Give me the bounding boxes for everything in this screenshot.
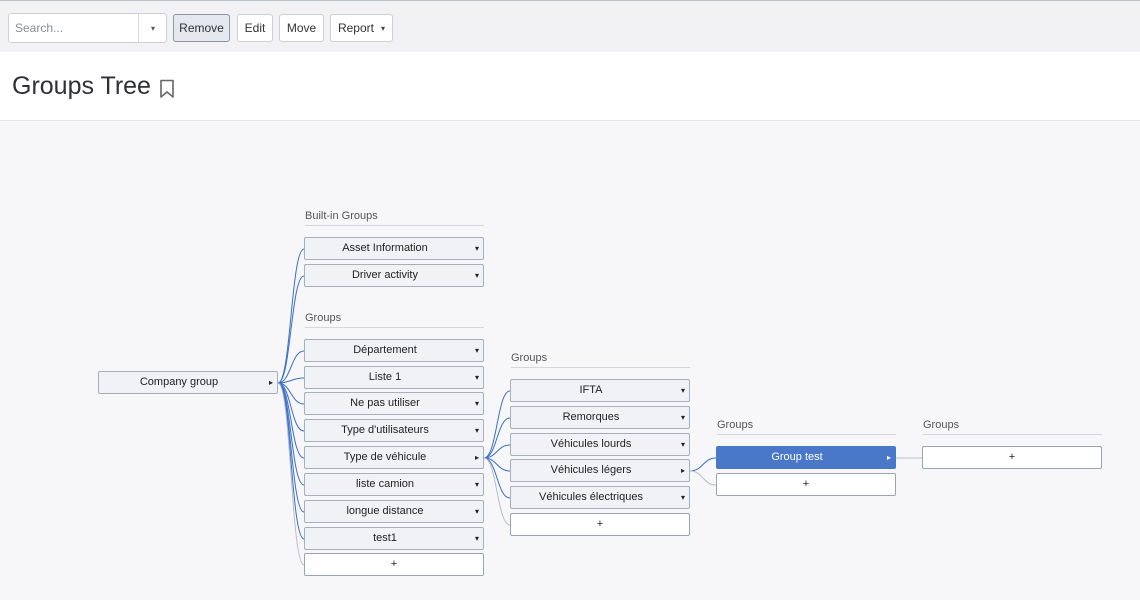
add-group-button[interactable]: + [922, 446, 1102, 469]
tree-node-label: liste camion [355, 478, 415, 490]
tree-node-liste-camion[interactable]: liste camion ▾ [304, 473, 484, 496]
tree-node-label: longue distance [346, 505, 424, 517]
chevron-down-icon[interactable]: ▾ [474, 373, 479, 382]
chevron-right-icon[interactable]: ▸ [474, 453, 479, 462]
add-group-button[interactable]: + [304, 553, 484, 576]
tree-node-vehicules-electriques[interactable]: Véhicules électriques ▾ [510, 486, 690, 509]
tree-node-longue-distance[interactable]: longue distance ▾ [304, 500, 484, 523]
tree-node-label: Type de véhicule [343, 451, 427, 463]
tree-connector [689, 457, 717, 472]
tree-node-label: Véhicules lourds [550, 438, 632, 450]
tree-node-label: Company group [139, 376, 219, 388]
search-input[interactable] [9, 14, 138, 42]
tree-connector [483, 390, 511, 459]
search-dropdown-icon[interactable]: ▾ [150, 23, 155, 33]
tree-connector [277, 248, 305, 384]
chevron-down-icon[interactable]: ▾ [474, 426, 479, 435]
tree-node-label: Liste 1 [368, 371, 402, 383]
tree-node-label: Véhicules électriques [539, 491, 643, 503]
column-title-built-in-groups: Built-in Groups [305, 210, 484, 226]
plus-icon: + [1008, 451, 1016, 463]
bookmark-icon[interactable] [159, 79, 175, 99]
tree-node-label: Type d'utilisateurs [341, 424, 429, 436]
tree-connector [689, 470, 717, 486]
page-header: Groups Tree [0, 52, 1140, 121]
report-button[interactable]: Report ▾ [330, 14, 393, 42]
chevron-down-icon[interactable]: ▾ [474, 244, 479, 253]
tree-connector [277, 382, 305, 513]
tree-node-type-utilisateurs[interactable]: Type d'utilisateurs ▾ [304, 419, 484, 442]
chevron-down-icon[interactable]: ▾ [474, 534, 479, 543]
remove-button[interactable]: Remove [173, 14, 230, 42]
tree-node-vehicules-legers[interactable]: Véhicules légers ▸ [510, 459, 690, 482]
chevron-down-icon: ▾ [381, 23, 386, 33]
add-group-button[interactable]: + [510, 513, 690, 536]
tree-node-vehicules-lourds[interactable]: Véhicules lourds ▾ [510, 433, 690, 456]
tree-connector [277, 275, 305, 384]
column-title-groups: Groups [511, 352, 690, 368]
tree-connector [277, 382, 305, 566]
tree-node-label: Département [353, 344, 417, 356]
tree-connector [483, 457, 511, 526]
tree-node-asset-information[interactable]: Asset Information ▾ [304, 237, 484, 260]
search-box: ▾ [8, 13, 167, 43]
tree-node-label: Asset Information [342, 242, 428, 254]
plus-icon: + [596, 518, 604, 530]
tree-node-ne-pas-utiliser[interactable]: Ne pas utiliser ▾ [304, 392, 484, 415]
tree-node-label: test1 [373, 532, 397, 544]
chevron-down-icon[interactable]: ▾ [474, 507, 479, 516]
plus-icon: + [802, 478, 810, 490]
page-title: Groups Tree [12, 72, 151, 100]
tree-connector [483, 444, 511, 459]
tree-node-company-group[interactable]: Company group ▸ [98, 371, 278, 394]
tree-node-label: Véhicules légers [550, 464, 632, 476]
chevron-right-icon[interactable]: ▸ [680, 466, 685, 475]
move-button[interactable]: Move [279, 14, 324, 42]
toolbar: ▾ Remove Edit Move Report ▾ [0, 0, 1140, 52]
chevron-right-icon[interactable]: ▸ [886, 453, 891, 462]
tree-node-group-test[interactable]: Group test ▸ [716, 446, 896, 469]
chevron-down-icon[interactable]: ▾ [474, 346, 479, 355]
column-title-groups: Groups [717, 419, 896, 435]
tree-node-remorques[interactable]: Remorques ▾ [510, 406, 690, 429]
tree-node-label: Driver activity [351, 269, 418, 281]
chevron-down-icon[interactable]: ▾ [680, 386, 685, 395]
tree-node-label: Remorques [562, 411, 620, 423]
tree-node-label: Ne pas utiliser [350, 397, 420, 409]
chevron-down-icon[interactable]: ▾ [680, 440, 685, 449]
chevron-down-icon[interactable]: ▾ [474, 271, 479, 280]
add-group-button[interactable]: + [716, 473, 896, 496]
column-title-groups: Groups [923, 419, 1102, 435]
report-button-label: Report [337, 21, 374, 35]
column-title-groups: Groups [305, 312, 484, 328]
tree-node-test1[interactable]: test1 ▾ [304, 527, 484, 550]
tree-connector [277, 350, 305, 384]
chevron-down-icon[interactable]: ▾ [474, 480, 479, 489]
tree-connector [483, 417, 511, 459]
tree-node-ifta[interactable]: IFTA ▾ [510, 379, 690, 402]
edit-button[interactable]: Edit [237, 14, 273, 42]
chevron-down-icon[interactable]: ▾ [474, 399, 479, 408]
tree-connector [277, 377, 305, 384]
chevron-down-icon[interactable]: ▾ [680, 413, 685, 422]
tree-node-driver-activity[interactable]: Driver activity ▾ [304, 264, 484, 287]
tree-node-label: IFTA [579, 384, 603, 396]
tree-node-departement[interactable]: Département ▾ [304, 339, 484, 362]
tree-node-type-de-vehicule[interactable]: Type de véhicule ▸ [304, 446, 484, 469]
plus-icon: + [390, 558, 398, 570]
tree-node-label: Group test [771, 451, 823, 463]
chevron-right-icon[interactable]: ▸ [268, 378, 273, 387]
chevron-down-icon[interactable]: ▾ [680, 493, 685, 502]
tree-node-liste-1[interactable]: Liste 1 ▾ [304, 366, 484, 389]
search-divider [138, 14, 139, 42]
